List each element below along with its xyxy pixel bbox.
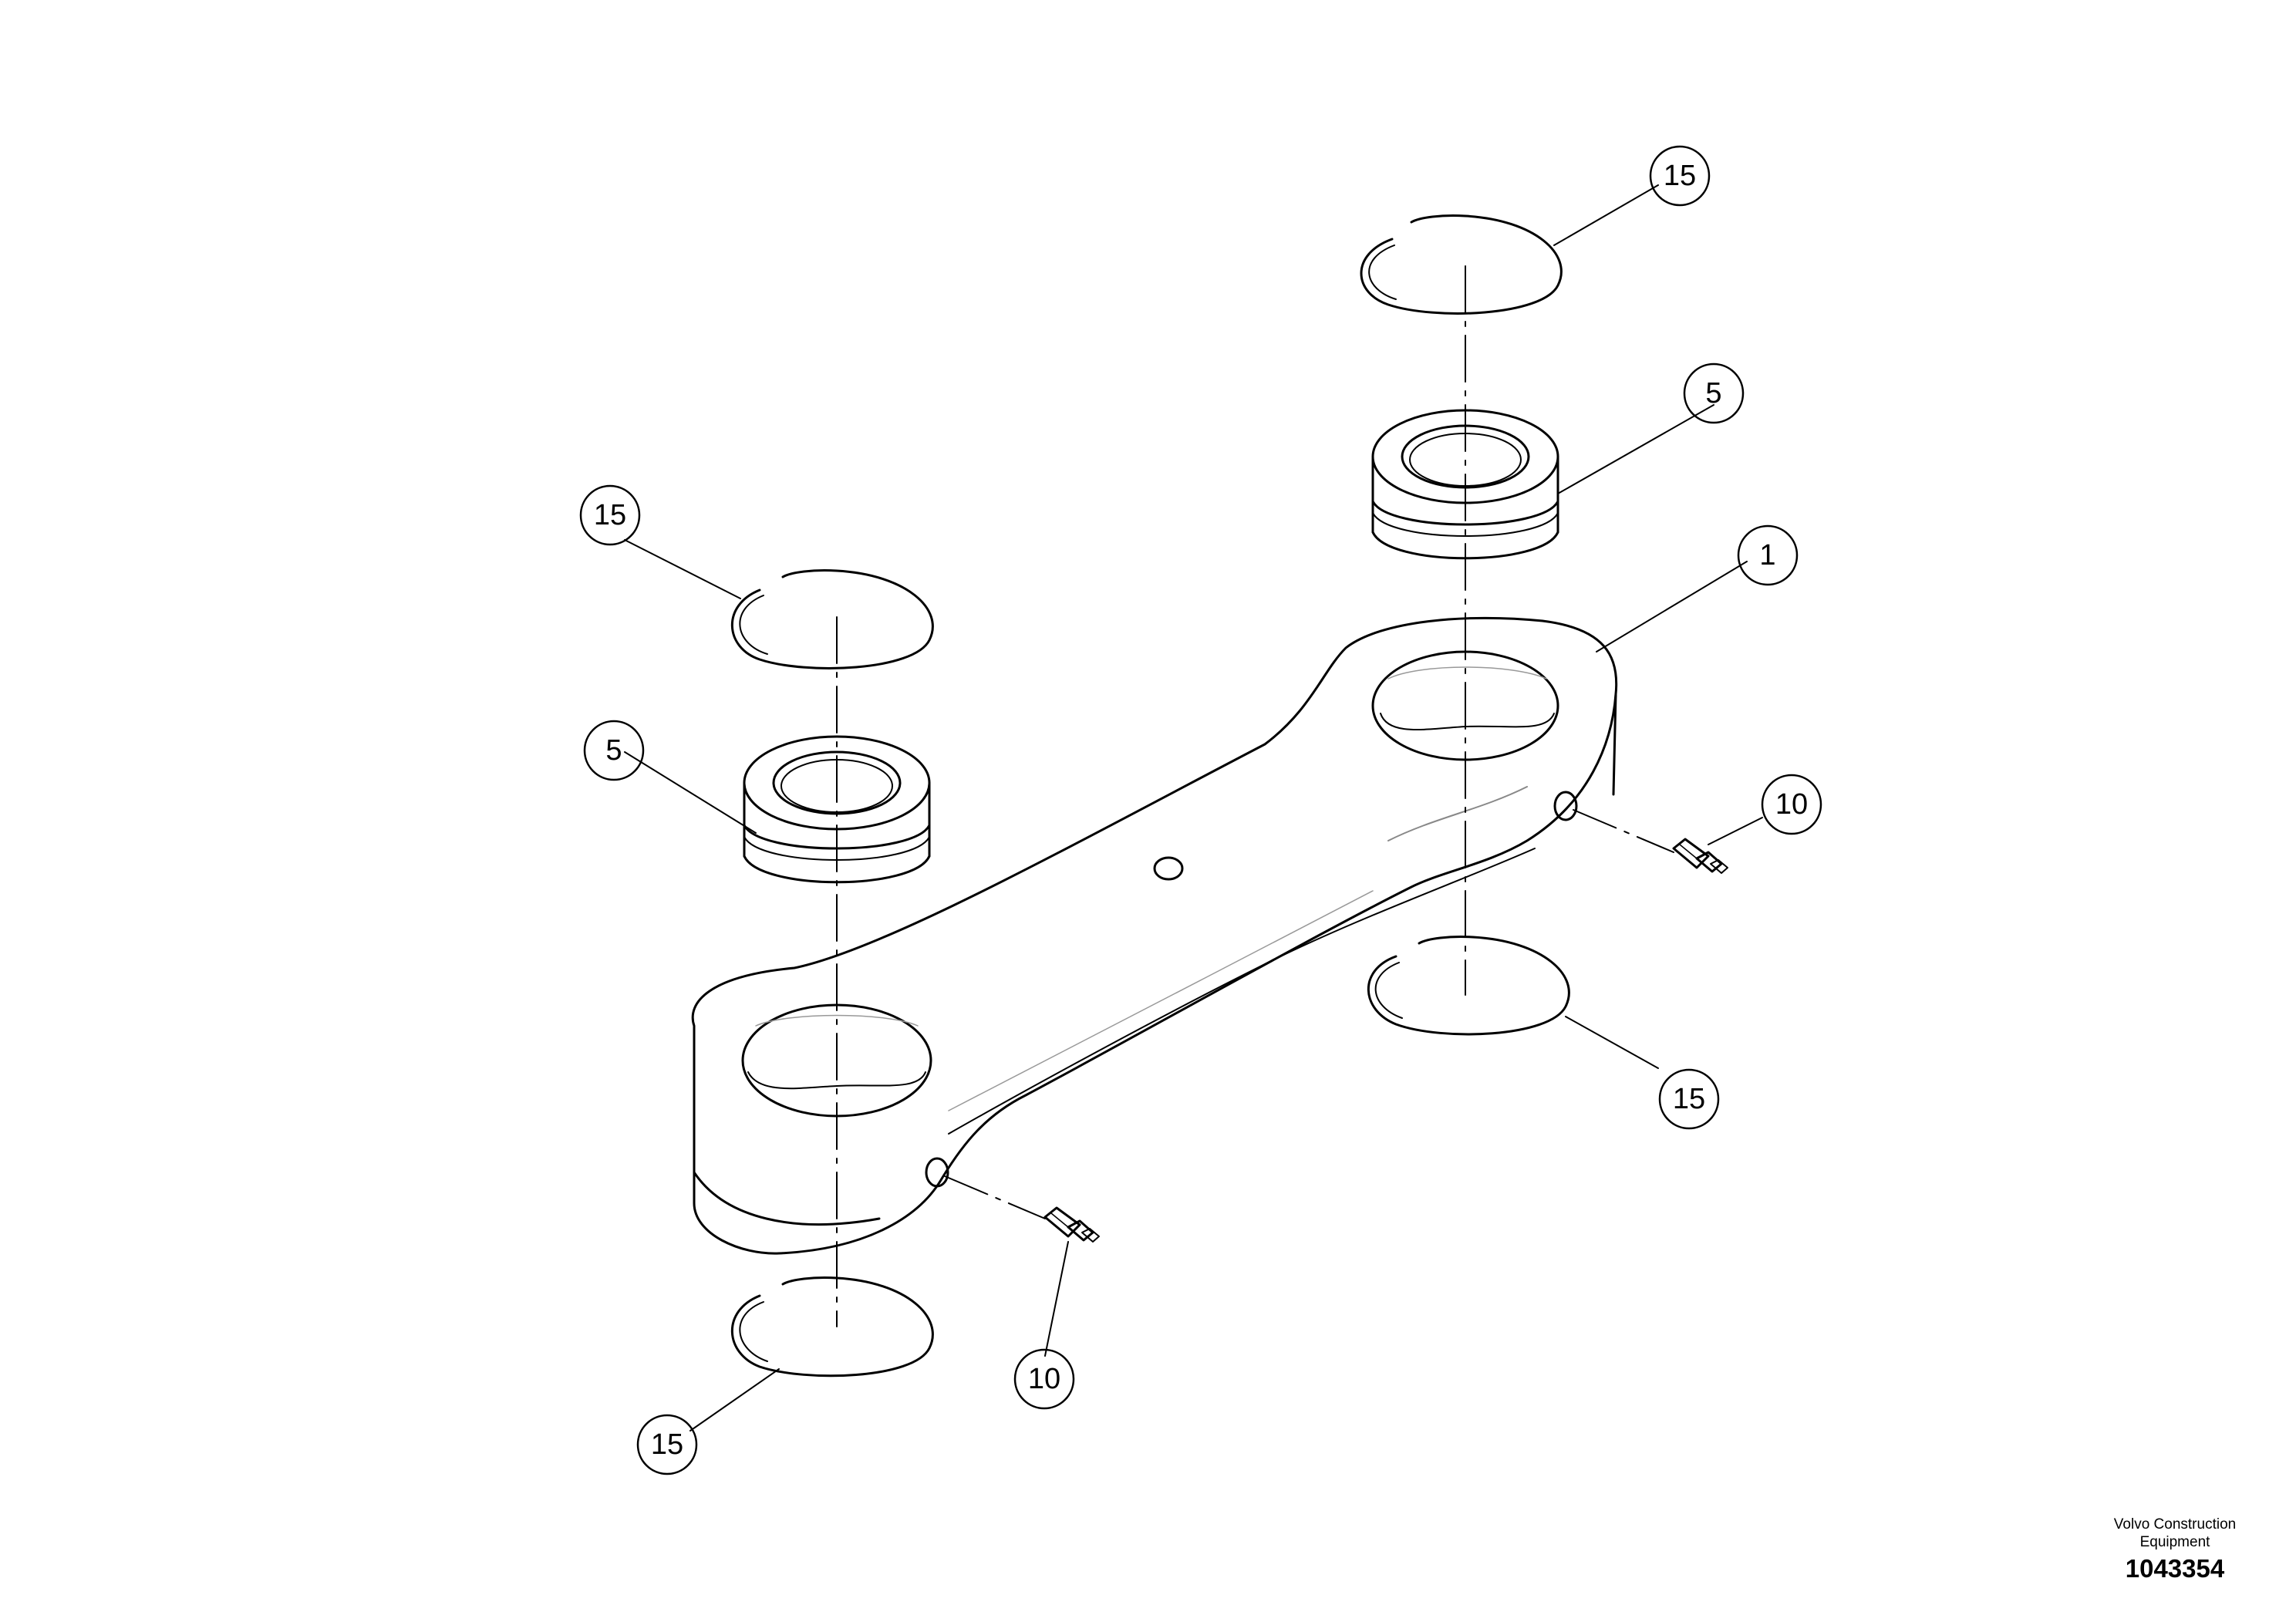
link-grease-hole-right xyxy=(1553,791,1578,821)
callout-10-right: 10 xyxy=(1775,788,1808,821)
retaining-ring-top-right xyxy=(1360,214,1563,315)
title-block: Volvo Construction Equipment 1043354 xyxy=(2059,1516,2291,1583)
callout-15-left-upper: 15 xyxy=(594,499,626,531)
callout-circles xyxy=(579,145,1822,1475)
grease-nipple-right xyxy=(1672,838,1728,874)
link-grease-hole-left xyxy=(925,1157,949,1188)
axis-centerlines xyxy=(836,265,1674,1327)
link-arm xyxy=(691,616,1618,1255)
retaining-ring-left-upper xyxy=(730,569,934,669)
retaining-ring-left-lower xyxy=(730,1276,934,1378)
brand-line-1: Volvo Construction xyxy=(2113,1516,2237,1533)
retaining-ring-right-lower xyxy=(1367,936,1570,1036)
callout-1-link: 1 xyxy=(1759,539,1775,572)
leader-lines xyxy=(624,184,1763,1431)
callout-5-right: 5 xyxy=(1705,377,1721,410)
drawing-number: 1043354 xyxy=(2125,1554,2225,1583)
callout-15-left-lower: 15 xyxy=(651,1428,683,1461)
brand-line-2: Equipment xyxy=(2139,1534,2210,1550)
callout-5-left: 5 xyxy=(605,734,622,767)
grease-nipple-bottom xyxy=(1043,1206,1100,1243)
callout-15-right-lower: 15 xyxy=(1673,1083,1705,1115)
callout-15-top-right: 15 xyxy=(1664,160,1696,192)
callout-10-bottom: 10 xyxy=(1028,1363,1060,1395)
